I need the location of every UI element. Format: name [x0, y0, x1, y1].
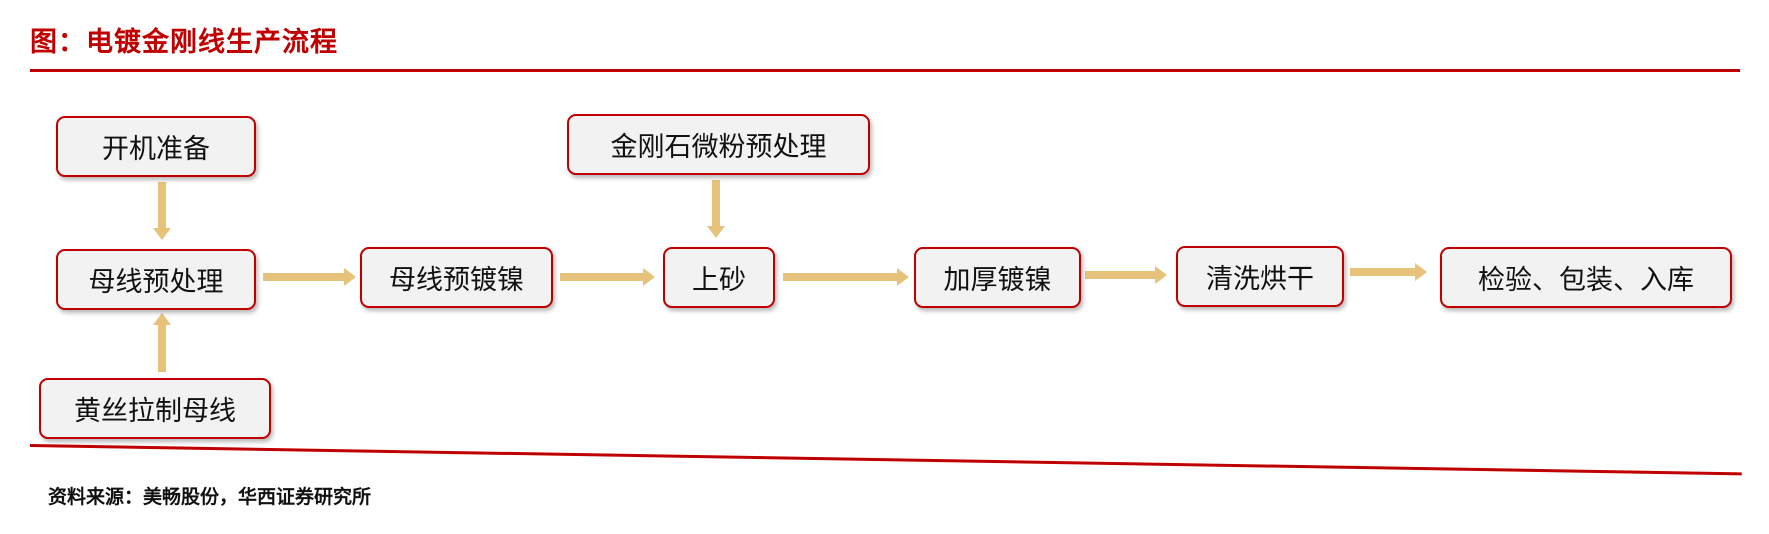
source-note: 资料来源：美畅股份，华西证券研究所	[48, 486, 372, 508]
arrow-pretreat-to-preplate	[263, 268, 356, 286]
arrow-wash-to-pack	[1350, 263, 1427, 281]
step-brass-wire-drawing: 黄丝拉制母线	[39, 378, 271, 439]
arrow-prep-to-pretreat	[153, 182, 171, 240]
step-washing-drying: 清洗烘干	[1176, 246, 1344, 307]
figure-title: 图：电镀金刚线生产流程	[30, 27, 338, 58]
arrow-wire-to-pretreat	[153, 313, 171, 372]
step-sanding: 上砂	[663, 247, 775, 308]
step-diamond-powder-pretreatment: 金刚石微粉预处理	[567, 114, 870, 175]
arrow-powder-to-sand	[707, 180, 725, 238]
step-thick-nickel-plating: 加厚镀镍	[914, 247, 1081, 308]
step-busbar-pretreatment: 母线预处理	[56, 249, 256, 310]
title-divider	[30, 69, 1740, 72]
step-inspect-pack-store: 检验、包装、入库	[1440, 247, 1732, 308]
arrow-thick-to-wash	[1085, 266, 1167, 284]
step-startup-prep: 开机准备	[56, 116, 256, 177]
step-busbar-preplating: 母线预镀镍	[360, 247, 553, 308]
arrow-preplate-to-sand	[560, 268, 655, 286]
arrow-sand-to-thick	[783, 268, 909, 286]
